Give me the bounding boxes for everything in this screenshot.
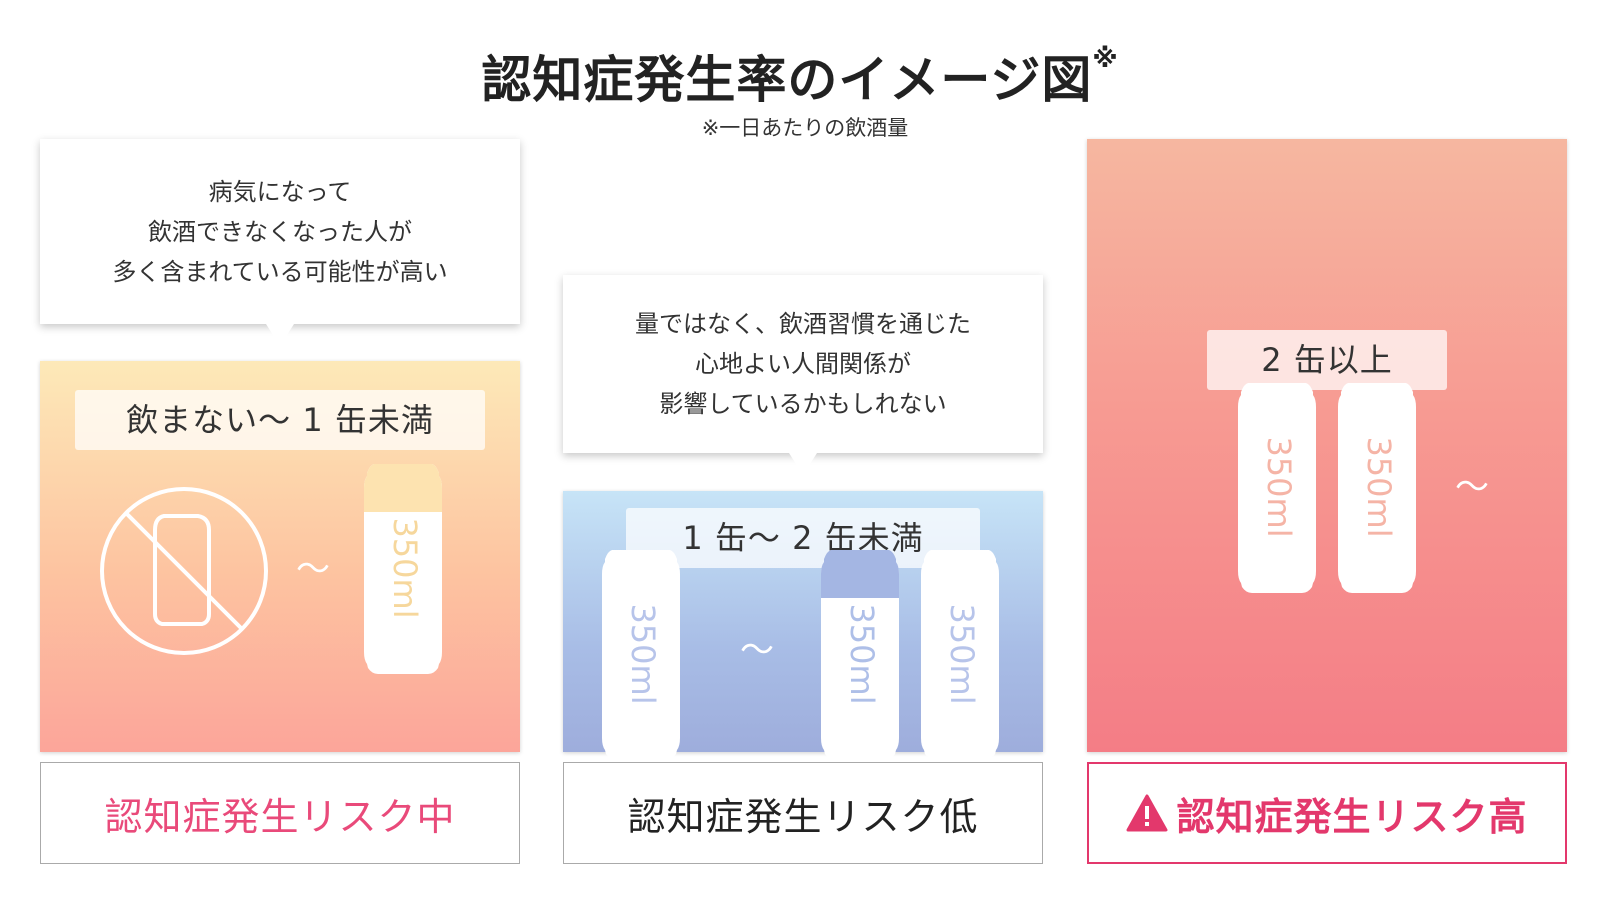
tilde-1: 〜 bbox=[296, 550, 330, 590]
speech-bubble-2: 量ではなく、飲酒習慣を通じた 心地よい人間関係が 影響しているかもしれない bbox=[563, 275, 1043, 475]
amount-label-2: 1 缶〜 2 缶未満 bbox=[626, 508, 980, 568]
risk-low-text: 認知症発生リスク低 bbox=[627, 794, 979, 839]
can-icon: 350ml bbox=[364, 464, 442, 674]
bubble-2-line-3: 影響しているかもしれない bbox=[659, 390, 947, 418]
can-label: 350ml bbox=[943, 603, 981, 704]
risk-high-text: 認知症発生リスク高 bbox=[1176, 794, 1528, 839]
bubble-1-line-1: 病気になって bbox=[208, 177, 352, 206]
bubble-1-line-3: 多く含まれている可能性が高い bbox=[112, 257, 448, 286]
risk-label-mid: 認知症発生リスク中 bbox=[40, 762, 520, 864]
bubble-2-line-2: 心地よい人間関係が bbox=[695, 350, 911, 378]
can-icon: 350ml bbox=[1338, 383, 1416, 593]
tilde-2: 〜 bbox=[740, 631, 774, 671]
can-label: 350ml bbox=[624, 603, 662, 704]
can-icon: 350ml bbox=[821, 550, 899, 760]
panel-heavy bbox=[1087, 139, 1567, 752]
can-label: 350ml bbox=[386, 517, 424, 618]
speech-bubble-1: 病気になって 飲酒できなくなった人が 多く含まれている可能性が高い bbox=[40, 139, 520, 346]
can-icon: 350ml bbox=[921, 550, 999, 760]
page-title: 認知症発生率のイメージ図※ bbox=[0, 40, 1600, 112]
risk-mid-text: 認知症発生リスク中 bbox=[104, 794, 456, 839]
risk-label-low: 認知症発生リスク低 bbox=[563, 762, 1043, 864]
page-subtitle: ※一日あたりの飲酒量 bbox=[701, 116, 909, 140]
page-title-text: 認知症発生率のイメージ図 bbox=[481, 51, 1093, 109]
can-label: 350ml bbox=[843, 603, 881, 704]
amount-label-1: 飲まない〜 1 缶未満 bbox=[75, 390, 485, 450]
tilde-3: 〜 bbox=[1455, 468, 1489, 508]
can-icon: 350ml bbox=[1238, 383, 1316, 593]
title-mark: ※ bbox=[1092, 44, 1119, 74]
bubble-2-line-1: 量ではなく、飲酒習慣を通じた bbox=[635, 310, 971, 338]
warning-icon bbox=[1126, 794, 1168, 832]
can-label: 350ml bbox=[1360, 436, 1398, 537]
risk-label-high: 認知症発生リスク高 bbox=[1087, 762, 1567, 864]
no-drink-icon bbox=[100, 487, 268, 655]
bubble-1-line-2: 飲酒できなくなった人が bbox=[148, 217, 412, 246]
can-icon: 350ml bbox=[602, 550, 680, 760]
amount-label-3: 2 缶以上 bbox=[1207, 330, 1447, 390]
can-label: 350ml bbox=[1260, 436, 1298, 537]
